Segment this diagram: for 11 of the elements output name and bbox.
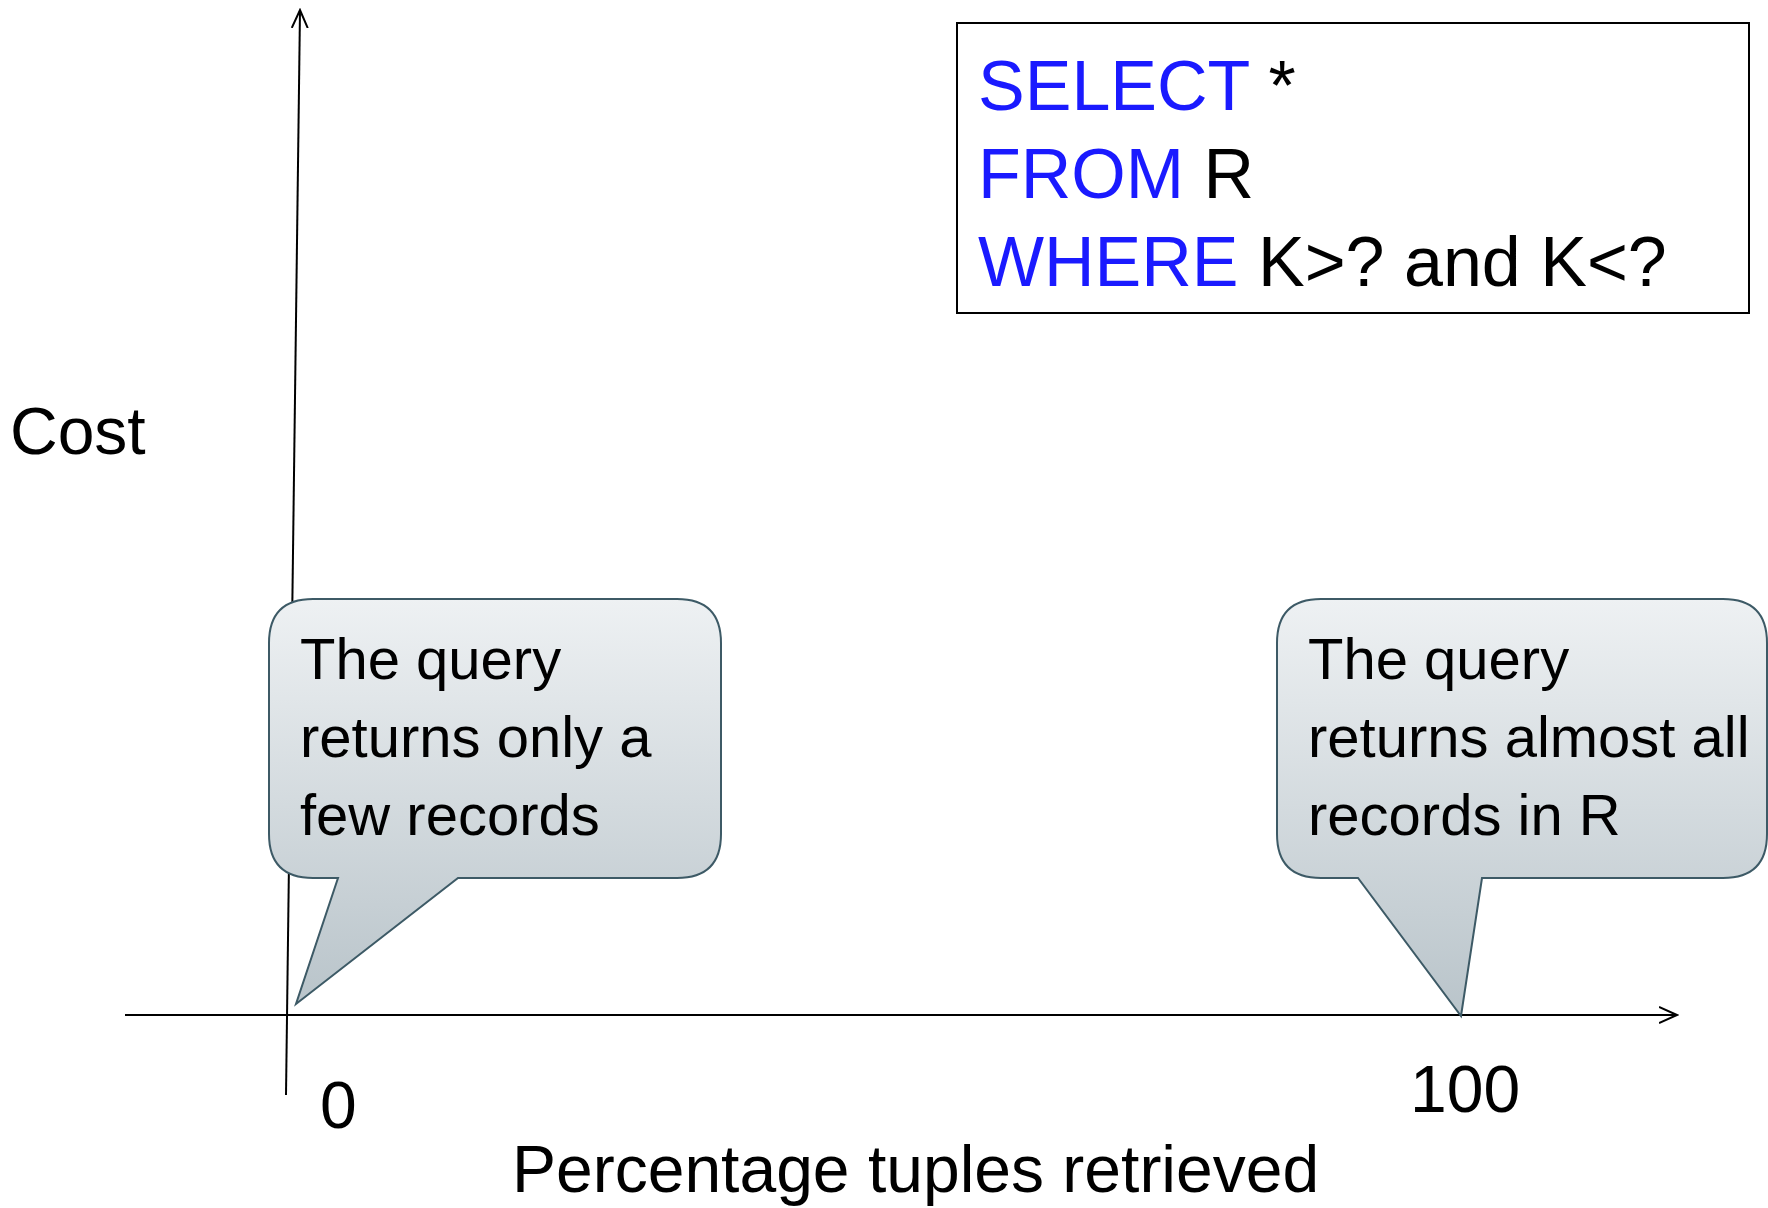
query-box	[956, 22, 1750, 314]
code-line: WHERE K>? and K<?	[978, 222, 1668, 303]
code-line: SELECT *	[978, 46, 1297, 127]
speech-bubble	[268, 598, 722, 1008]
callout-text: The query returns almost all records in R	[1308, 625, 1750, 849]
tick-label: 100	[1410, 1056, 1521, 1122]
callout-text: The query returns only a few records	[300, 625, 653, 849]
axis-title: Cost	[10, 398, 146, 464]
tick-label: 0	[320, 1072, 357, 1138]
speech-bubble	[1276, 598, 1768, 1020]
code-line: FROM R	[978, 134, 1256, 215]
